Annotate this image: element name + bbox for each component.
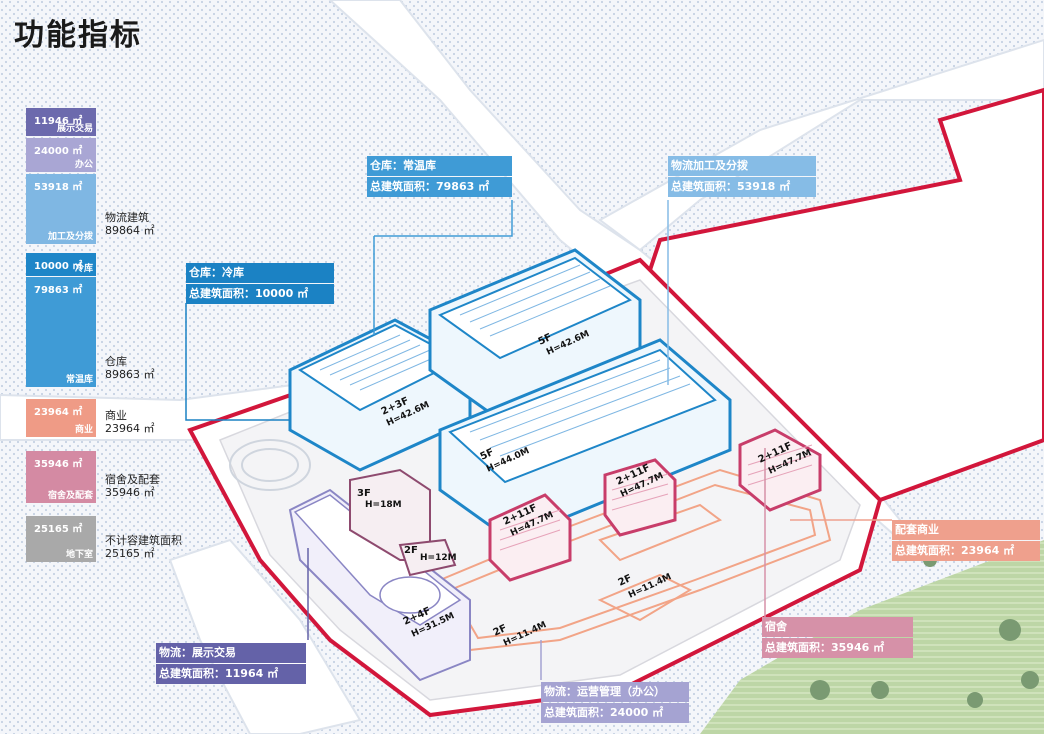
legend-bar-value: 24000 ㎡ [34,146,83,157]
summary-value: 35946 ㎡ [105,486,155,499]
callout-body: 总建筑面积：23964 ㎡ [892,541,1040,561]
summary-logistics: 物流建筑 89864 ㎡ [105,211,155,237]
callout-ambient-storage: 仓库：常温库 总建筑面积：79863 ㎡ [367,156,512,197]
legend-bar-label: 地下室 [65,550,93,560]
callout-head: 物流：展示交易 [156,643,306,663]
summary-label: 物流建筑 [105,211,149,224]
legend-bar-label: 宿舍及配套 [47,491,93,501]
legend-bar-label: 商业 [74,425,93,435]
floor-label-11-floors: 2F [492,623,509,639]
callout-head: 物流加工及分拨 [668,156,816,176]
legend-bar-value: 53918 ㎡ [34,182,83,193]
callout-cold-storage: 仓库：冷库 总建筑面积：10000 ㎡ [186,263,334,304]
summary-warehouse: 仓库 89863 ㎡ [105,355,155,381]
legend-bar-value: 79863 ㎡ [34,285,83,296]
legend-bar-label: 冷库 [74,264,93,274]
callout-supporting-commercial: 配套商业 总建筑面积：23964 ㎡ [892,520,1040,561]
callout-head: 物流：运营管理（办公） [541,682,689,702]
floor-label-2-floors: 5F [537,332,554,348]
dormitory-hatching [499,444,813,551]
callout-processing-distribution: 物流加工及分拨 总建筑面积：53918 ㎡ [668,156,816,197]
floor-label-7-height: H=18M [365,500,402,510]
leader-lines [185,200,892,680]
dormitory-towers [488,428,822,582]
oval-plaza [229,439,311,491]
processing-distribution-building [438,338,732,542]
callout-dormitory: 宿舍 总建筑面积：35946 ㎡ [762,617,913,658]
summary-value: 23964 ㎡ [105,422,155,435]
summary-label: 宿舍及配套 [105,473,160,486]
floor-label-3-floors: 5F [479,447,496,463]
legend-bar-label: 展示交易 [56,124,93,134]
summary-value: 89864 ㎡ [105,224,155,237]
callout-body: 总建筑面积：35946 ㎡ [762,638,913,658]
summary-value: 25165 ㎡ [105,547,155,560]
summary-label: 仓库 [105,355,127,368]
summary-uncounted-area: 不计容建筑面积 25165 ㎡ [105,534,182,560]
callout-body: 总建筑面积：53918 ㎡ [668,177,816,197]
legend-bar-value: 23964 ㎡ [34,407,83,418]
callout-exhibition-trading: 物流：展示交易 总建筑面积：11964 ㎡ [156,643,306,684]
summary-label: 不计容建筑面积 [105,534,182,547]
legend-bar-value: 25165 ㎡ [34,524,83,535]
legend-bar-label: 常温库 [65,375,93,385]
callout-body: 总建筑面积：10000 ㎡ [186,284,334,304]
callout-operations-office: 物流：运营管理（办公） 总建筑面积：24000 ㎡ [541,682,689,723]
callout-body: 总建筑面积：79863 ㎡ [367,177,512,197]
page-title: 功能指标 [14,18,142,53]
callout-body: 总建筑面积：24000 ㎡ [541,703,689,723]
floor-label-8-floors: 2F [404,545,418,556]
floor-label-8-height: H=12M [420,553,457,563]
summary-commercial: 商业 23964 ㎡ [105,409,155,435]
exhibition-trading-building [288,488,471,682]
legend-bar-value: 10000 ㎡ [34,261,83,272]
legend-bar-value: 35946 ㎡ [34,459,83,470]
legend-bar-value: 11946 ㎡ [34,116,83,127]
cold-storage-building [288,318,472,472]
callout-head: 宿舍 [762,617,913,637]
green-landscape [700,540,1044,734]
callout-head: 仓库：常温库 [367,156,512,176]
callout-head: 仓库：冷库 [186,263,334,283]
floor-label-10-floors: 2F [617,573,634,589]
legend-bar-label: 加工及分拨 [47,232,93,242]
office-tower [349,468,457,577]
callout-head: 配套商业 [892,520,1040,540]
legend-bar-label: 办公 [74,160,93,170]
floor-label-7-floors: 3F [357,488,371,499]
summary-label: 商业 [105,409,127,422]
summary-dormitory: 宿舍及配套 35946 ㎡ [105,473,160,499]
callout-body: 总建筑面积：11964 ㎡ [156,664,306,684]
summary-value: 89863 ㎡ [105,368,155,381]
